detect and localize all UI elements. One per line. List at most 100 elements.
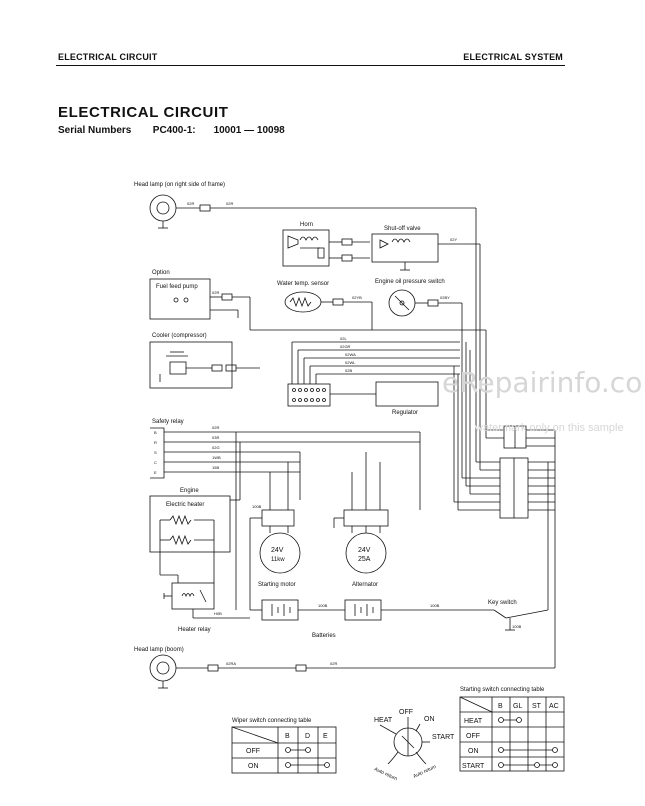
label-engine: Engine: [180, 488, 199, 494]
harness-right-bus: [249, 208, 556, 668]
label-head-lamp-frame: Head lamp (on right side of frame): [134, 182, 225, 188]
key-dial: [379, 717, 430, 765]
wire-label-2: 02R: [226, 201, 233, 206]
label-key-switch: Key switch: [488, 600, 517, 606]
head-lamp-frame-symbol: [149, 194, 476, 229]
key-dial-on: ON: [424, 716, 435, 723]
wire-label-18: 100B: [430, 603, 440, 608]
label-option: Option: [152, 270, 170, 276]
svg-text:C: C: [154, 460, 157, 465]
header-rule: [56, 65, 565, 66]
wire-label-1: 02R: [187, 201, 194, 206]
wiper-table-connections: [285, 747, 330, 768]
wire-label-17: 100B: [318, 603, 328, 608]
starting-motor-rating-v: 24V: [271, 547, 284, 554]
cooler-symbol: [149, 341, 260, 389]
horn-symbol: [282, 229, 370, 267]
label-head-lamp-boom: Head lamp (boom): [134, 647, 184, 653]
harness-regulator: [291, 341, 460, 384]
batteries-symbol: [250, 599, 494, 621]
starting-row-heat: HEAT: [464, 718, 483, 725]
wiper-row-on: ON: [248, 763, 259, 770]
label-oil-pressure-switch: Engine oil pressure switch: [375, 279, 445, 285]
starting-row-on: ON: [468, 748, 479, 755]
wire-label-13: 02G: [212, 445, 220, 450]
wiper-col-b: B: [285, 733, 290, 740]
watermark-note: watermark only on this sample: [475, 422, 624, 434]
wire-label-15: 15B: [212, 465, 219, 470]
starting-col-b: B: [498, 703, 503, 710]
watermark-site: eRepairinfo.com: [442, 366, 645, 399]
label-alternator: Alternator: [352, 582, 378, 588]
wire-label-7: 02GR: [340, 344, 351, 349]
page-title: ELECTRICAL CIRCUIT: [58, 104, 229, 121]
connector-block-lower: [499, 457, 555, 519]
wiper-table-title: Wiper switch connecting table: [232, 718, 312, 724]
starting-row-off: OFF: [466, 733, 480, 740]
key-dial-start: START: [432, 734, 455, 741]
wire-label-16: 100B: [252, 504, 262, 509]
serial-range: 10001 — 10098: [213, 125, 285, 136]
shutoff-valve-symbol: [371, 233, 480, 271]
label-regulator: Regulator: [392, 410, 418, 416]
safety-relay-symbol: B R S C E: [150, 427, 420, 479]
wire-label-22: H0B: [214, 611, 222, 616]
starting-table-title: Starting switch connecting table: [460, 687, 545, 693]
wire-label-21: 02R: [330, 661, 337, 666]
wire-label-4: 02YB: [352, 295, 362, 300]
header-section-title: ELECTRICAL CIRCUIT: [58, 52, 158, 62]
wire-label-8: 02WA: [345, 352, 356, 357]
water-temp-sensor-symbol: [284, 291, 372, 313]
alternator-rating-v: 24V: [358, 547, 371, 554]
header-chapter-title: ELECTRICAL SYSTEM: [463, 52, 563, 62]
starting-col-ac: AC: [549, 703, 559, 710]
regulator-symbol: [287, 381, 439, 407]
label-cooler: Cooler (compressor): [152, 333, 207, 339]
head-lamp-boom-symbol: [149, 654, 555, 689]
wiper-row-off: OFF: [246, 748, 260, 755]
label-water-temp-sensor: Water temp. sensor: [277, 281, 329, 287]
heater-relay-symbol: [159, 555, 250, 619]
wire-label-5: 02BY: [440, 295, 450, 300]
electric-heater-symbol: [149, 495, 231, 555]
label-batteries: Batteries: [312, 633, 336, 639]
wire-label-24: 02R: [212, 290, 219, 295]
label-fuel-feed-pump: Fuel feed pump: [156, 284, 198, 290]
label-electric-heater: Electric heater: [166, 502, 204, 508]
label-safety-relay: Safety relay: [152, 419, 184, 425]
wire-label-11: 02R: [212, 425, 219, 430]
wiper-col-e: E: [323, 733, 328, 740]
key-switch-symbol: [493, 609, 549, 631]
starting-motor-symbol: [249, 509, 301, 610]
key-dial-auto-return-right: Auto return: [412, 764, 437, 780]
label-shutoff-valve: Shut-off valve: [384, 226, 421, 232]
wire-label-3: 02Y: [450, 237, 457, 242]
svg-text:E: E: [154, 470, 157, 475]
wire-label-6: 02L: [340, 336, 347, 341]
label-heater-relay: Heater relay: [178, 627, 211, 633]
wiper-col-d: D: [305, 733, 310, 740]
starting-table-connections: [498, 717, 558, 768]
oil-pressure-switch-symbol: [388, 289, 462, 317]
key-dial-heat: HEAT: [374, 717, 393, 724]
svg-text:B: B: [154, 430, 157, 435]
wire-label-19: 100B: [512, 624, 522, 629]
connector-block-upper: [503, 425, 555, 449]
svg-text:S: S: [154, 450, 157, 455]
key-dial-off: OFF: [399, 709, 413, 716]
starting-row-start: START: [462, 763, 485, 770]
key-dial-auto-return-left: Auto return: [373, 766, 398, 782]
starting-col-st: ST: [532, 703, 542, 710]
starting-motor-rating-kw: 11kw: [271, 557, 285, 563]
serial-numbers: Serial Numbers PC400-1: 10001 — 10098: [58, 125, 285, 136]
serial-model: PC400-1:: [152, 125, 196, 136]
label-horn: Horn: [300, 222, 313, 228]
wire-label-20: 02RA: [226, 661, 236, 666]
wire-label-9: 02WL: [345, 360, 356, 365]
wire-label-14: 1WB: [212, 455, 221, 460]
wire-label-10: 02B: [345, 368, 352, 373]
fuel-feed-pump-symbol: [149, 278, 250, 320]
svg-text:R: R: [154, 440, 157, 445]
starting-col-gl: GL: [513, 703, 522, 710]
